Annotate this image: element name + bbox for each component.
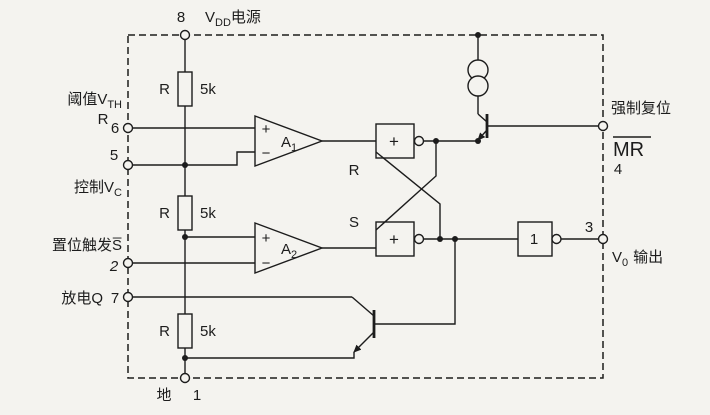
transistor-collector bbox=[351, 296, 375, 317]
pin-3-number: 3 bbox=[585, 219, 593, 236]
output-gate-symbol: 1 bbox=[530, 231, 538, 248]
a2-plus-sign: + bbox=[262, 230, 271, 247]
latch-s-input-label: S bbox=[349, 214, 359, 231]
pin-5-terminal bbox=[122, 159, 134, 171]
resistor-r2-label: R bbox=[159, 205, 170, 222]
transistor-emitter bbox=[477, 129, 488, 141]
reset-transistor bbox=[475, 113, 599, 144]
latch-gate-s bbox=[375, 221, 415, 257]
pin-7-discharge: 放电Q 7 bbox=[61, 290, 352, 307]
pin-4-terminal bbox=[597, 120, 609, 132]
pin-1-ground: 地 1 bbox=[156, 372, 201, 404]
pin-2-terminal bbox=[122, 257, 134, 269]
pin-2-label: 置位触发S̅ bbox=[52, 237, 122, 254]
a2-minus-sign: − bbox=[262, 255, 271, 272]
current-source bbox=[467, 32, 489, 114]
wire-feedback-s-to-r bbox=[375, 151, 441, 239]
resistor-r3-label: R bbox=[159, 323, 170, 340]
latch-gate-r bbox=[375, 123, 415, 159]
pin-4-number: 4 bbox=[614, 161, 622, 178]
comparator-a2: + − A2 bbox=[185, 221, 376, 275]
rs-latch: R S + + bbox=[349, 123, 518, 257]
latch-gate-r-bubble bbox=[413, 135, 425, 147]
comparator-a2-symbol bbox=[254, 221, 325, 275]
pin-8-terminal bbox=[179, 29, 191, 41]
resistor-r3-value: 5k bbox=[200, 323, 216, 340]
wire-feedback-r-to-s bbox=[375, 141, 437, 231]
discharge-transistor bbox=[182, 236, 458, 361]
pin-6-number: 6 bbox=[111, 120, 119, 137]
output-gate-bubble bbox=[551, 233, 562, 245]
transistor-collector bbox=[477, 113, 488, 123]
junction-dot bbox=[475, 138, 481, 144]
pin-7-terminal bbox=[122, 291, 134, 303]
junction-dot bbox=[452, 236, 458, 242]
pin-4-symbol: MR bbox=[613, 139, 644, 161]
resistor-r3-body bbox=[177, 313, 193, 349]
pin-5-label: 控制VC bbox=[74, 179, 122, 199]
pin-1-number: 1 bbox=[193, 387, 201, 404]
junction-dot bbox=[182, 162, 188, 168]
pin-6-label: 阈值VTH bbox=[67, 91, 122, 111]
resistor-r1-body bbox=[177, 71, 193, 107]
a1-label: A1 bbox=[281, 134, 297, 154]
pin-6-threshold: 阈值VTH R 6 bbox=[67, 91, 255, 137]
comparator-a1: + − A1 bbox=[254, 114, 376, 168]
pin-5-control: 5 控制VC bbox=[74, 147, 255, 199]
wire-base-to-latch bbox=[374, 239, 456, 325]
current-source-circle-bottom bbox=[467, 75, 489, 97]
junction-dot bbox=[182, 355, 188, 361]
pin-8-vdd: 8 VDD电源 bbox=[177, 9, 261, 41]
a1-minus-sign: − bbox=[262, 145, 271, 162]
latch-gate-r-symbol: + bbox=[389, 132, 399, 151]
junction-dot bbox=[182, 234, 188, 240]
pin-4-reset: 强制复位 MR 4 bbox=[597, 99, 671, 178]
a1-plus-sign: + bbox=[262, 121, 271, 138]
resistor-r2-body bbox=[177, 195, 193, 231]
latch-r-input-label: R bbox=[349, 162, 360, 179]
wire-emitter-to-ground bbox=[185, 352, 355, 359]
pin-8-label: VDD电源 bbox=[205, 9, 261, 29]
ic-boundary bbox=[127, 34, 604, 379]
pin-5-number: 5 bbox=[110, 147, 118, 164]
latch-gate-s-bubble bbox=[413, 233, 425, 245]
pin-7-number: 7 bbox=[111, 290, 119, 307]
pin-1-label: 地 bbox=[156, 387, 171, 404]
resistor-r1-label: R bbox=[159, 81, 170, 98]
a2-label: A2 bbox=[281, 241, 297, 261]
pin-6-function-label: R bbox=[98, 111, 109, 128]
transistor-emitter bbox=[353, 331, 375, 353]
junction-dot bbox=[475, 32, 481, 38]
resistor-r1-value: 5k bbox=[200, 81, 216, 98]
pin-7-label: 放电Q bbox=[61, 290, 103, 307]
wire-divider-to-a1-minus bbox=[185, 151, 255, 166]
pin-2-number: 2 bbox=[109, 258, 119, 275]
pin-6-terminal bbox=[122, 122, 134, 134]
latch-gate-s-symbol: + bbox=[389, 230, 399, 249]
pin-3-terminal bbox=[597, 233, 609, 245]
resistor-divider: R 5k R 5k R 5k bbox=[159, 39, 216, 374]
pin-1-terminal bbox=[179, 372, 191, 384]
resistor-r2-value: 5k bbox=[200, 205, 216, 222]
junction-dot bbox=[437, 236, 443, 242]
pin-2-trigger: 置位触发S̅ 2 bbox=[52, 237, 255, 275]
pin-4-label: 强制复位 bbox=[611, 99, 671, 117]
pin-8-number: 8 bbox=[177, 9, 185, 26]
junction-dot bbox=[433, 138, 439, 144]
comparator-a1-symbol bbox=[254, 114, 325, 168]
